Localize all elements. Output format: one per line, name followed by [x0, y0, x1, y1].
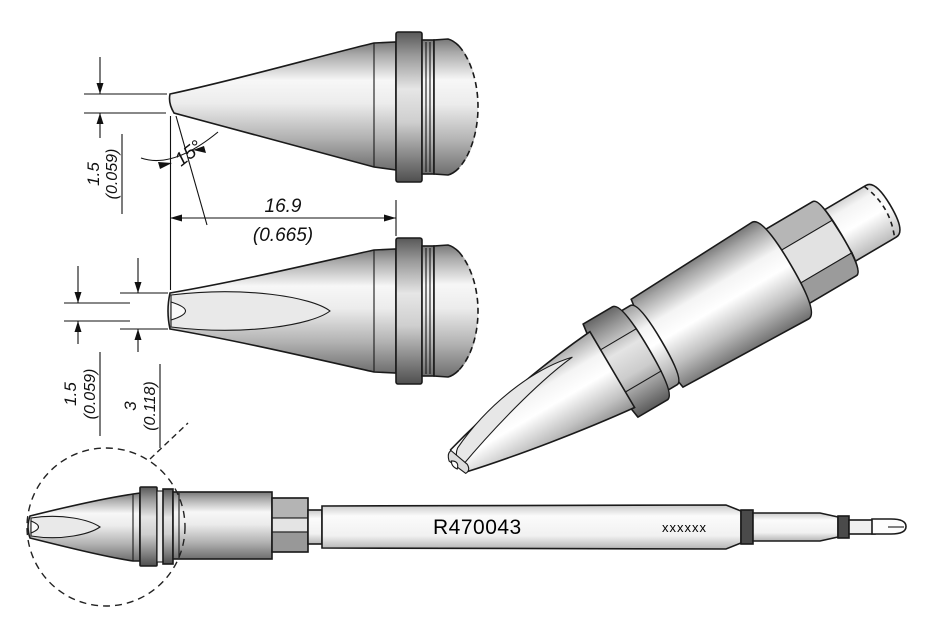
arrowhead-left — [170, 214, 182, 222]
arrowhead-up — [74, 321, 82, 332]
front-view-cap-break-arc — [458, 251, 479, 371]
detail-callout — [26, 422, 189, 607]
dim-front-inner-width: 1.5 (0.059) — [61, 266, 130, 436]
iso-nut-outline — [759, 200, 859, 308]
iso-tip-cup — [450, 460, 459, 470]
cart-flat-face — [30, 515, 101, 539]
dim-label-rotated: 3 (0.118) — [121, 364, 161, 448]
cart-tip-cup — [30, 520, 40, 534]
front-view — [167, 237, 479, 385]
front-view-flat-face — [170, 291, 331, 331]
dim-front-outer-width-in: (0.118) — [142, 381, 159, 431]
cart-nut-bottom-facet — [271, 531, 309, 553]
cart-neck — [307, 509, 323, 545]
part-number-label: R470043 — [433, 516, 522, 539]
dim-front-outer-width-mm: 3 — [121, 401, 140, 411]
cart-washer-ring — [162, 488, 174, 565]
dim-tip-length-in: (0.665) — [253, 225, 313, 246]
cart-nut-front-facet — [271, 517, 309, 533]
arrowhead-down — [134, 282, 142, 293]
dim-label-rotated: 1.5 (0.059) — [84, 134, 123, 214]
cart-band-1 — [740, 509, 754, 545]
iso-stub-break-line — [863, 185, 896, 239]
detail-circle — [26, 447, 186, 607]
dim-front-inner-width-mm: 1.5 — [61, 382, 80, 406]
side-view-cap — [434, 39, 478, 175]
dim-label-rotated: 1.5 (0.059) — [61, 352, 101, 436]
dim-front-outer-width: 3 (0.118) — [120, 258, 168, 448]
arrowhead-right — [384, 214, 396, 222]
dim-tip-length: 16.9 (0.665) — [170, 196, 397, 246]
cart-collar — [139, 486, 158, 567]
cart-body — [172, 491, 273, 560]
bevel-extension-line — [175, 115, 208, 226]
dim-bevel-angle-value: 15° — [171, 136, 207, 170]
detail-leader-line — [149, 422, 189, 460]
arrowhead-up — [96, 113, 104, 124]
cart-rod — [848, 519, 876, 535]
dim-side-tip-thickness-in: (0.059) — [104, 149, 121, 200]
side-view-groove — [421, 39, 435, 175]
angle-arrow-right — [193, 146, 206, 153]
dim-front-inner-width-in: (0.059) — [82, 369, 99, 420]
isometric-view — [447, 183, 901, 475]
iso-collar-facet-lines — [599, 327, 662, 393]
angle-arc — [140, 131, 219, 162]
dim-side-tip-thickness: 1.5 (0.059) — [84, 57, 167, 214]
front-view-tip-cup — [170, 301, 187, 321]
iso-tip-end-face — [447, 449, 470, 475]
dim-side-tip-thickness-mm: 1.5 — [84, 162, 103, 186]
serial-marking-label: xxxxxx — [662, 520, 707, 535]
cart-hex-nut — [271, 497, 309, 553]
cart-nut-top-facet — [271, 497, 309, 519]
cartridge-view: R470043 xxxxxx — [27, 486, 907, 567]
arrowhead-down — [74, 292, 82, 303]
angle-arrow-left — [158, 162, 172, 169]
front-view-cap-outline — [433, 244, 460, 378]
cart-groove — [156, 490, 164, 563]
front-view-collar — [395, 237, 423, 385]
arrowhead-down — [96, 83, 104, 94]
cart-sleeve — [752, 512, 839, 542]
side-view-cap-outline — [433, 38, 460, 176]
cart-band-2 — [837, 515, 850, 539]
dim-tip-length-mm: 16.9 — [265, 196, 302, 217]
side-view-collar — [395, 31, 423, 183]
side-view-cone-body — [168, 41, 397, 171]
side-view — [168, 31, 479, 183]
dim-bevel-angle: 15° — [140, 115, 219, 290]
arrowhead-up — [134, 329, 142, 340]
side-view-cap-break-arc — [458, 45, 479, 169]
front-view-cap — [434, 245, 478, 377]
front-view-groove — [421, 245, 435, 377]
